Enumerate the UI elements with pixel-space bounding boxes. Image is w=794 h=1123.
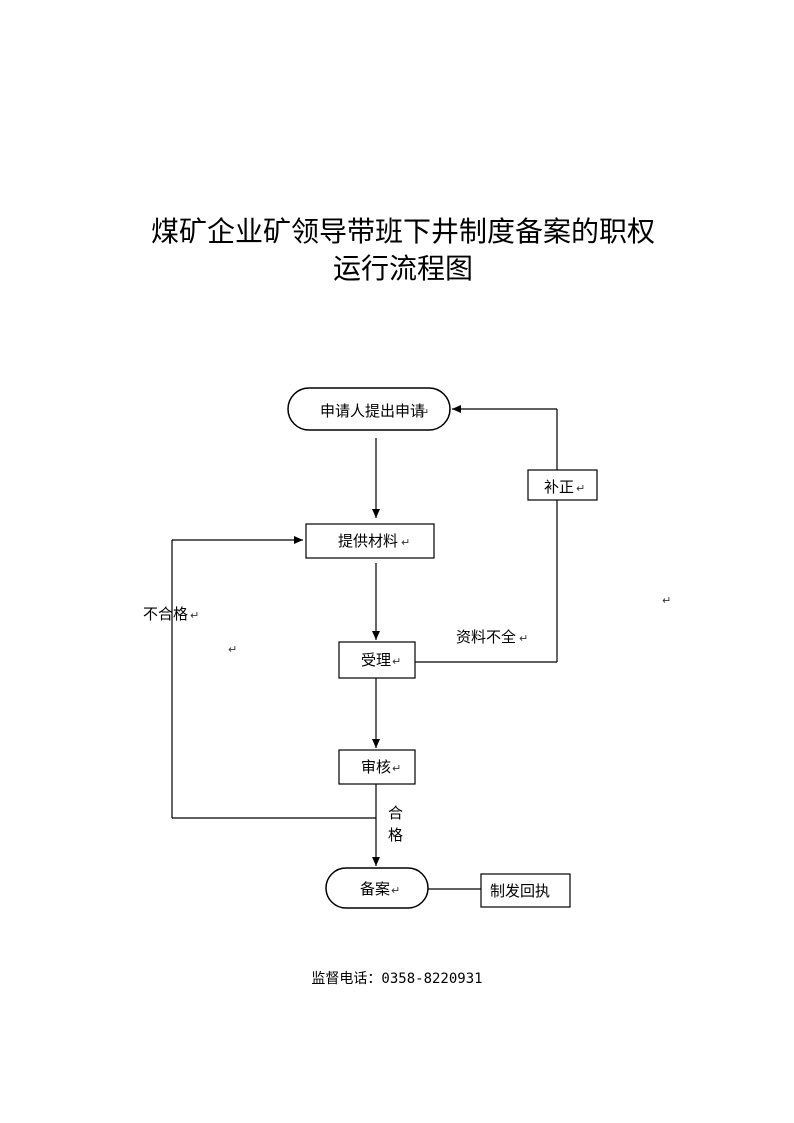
edge-label-incomplete: 资料不全 (456, 628, 516, 646)
node-receipt-label: 制发回执 (490, 882, 550, 900)
node-correct-label: 补正 (544, 478, 574, 496)
supervision-phone: 监督电话：0358-8220931 (311, 971, 483, 987)
node-materials-label: 提供材料 (338, 532, 398, 550)
paragraph-mark: ↵ (519, 632, 528, 645)
paragraph-mark: ↵ (190, 609, 199, 622)
node-accept-label: 受理 (361, 651, 391, 669)
node-materials: 提供材料 ↵ (305, 523, 435, 559)
node-apply-label: 申请人提出申请 (320, 402, 425, 420)
edge-label-qualified-1: 合 (388, 804, 403, 822)
page-title-line-1: 煤矿企业矿领导带班下井制度备案的职权 (150, 215, 655, 248)
paragraph-mark: ↵ (228, 643, 237, 656)
edge-label-qualified-2: 格 (388, 826, 403, 844)
paragraph-mark: ↵ (662, 594, 671, 607)
node-receipt: 制发回执 (480, 873, 571, 908)
page-title-line-2: 运行流程图 (332, 252, 473, 285)
node-correct: 补正 ↵ (527, 469, 598, 501)
paragraph-mark: ↵ (392, 655, 401, 668)
paragraph-mark: ↵ (391, 884, 400, 897)
paragraph-mark: ↵ (576, 482, 585, 495)
node-review: 审核 ↵ (338, 749, 416, 785)
paragraph-mark: ↵ (401, 536, 410, 549)
node-filing: 备案 ↵ (325, 867, 429, 909)
node-review-label: 审核 (361, 758, 391, 776)
node-apply: 申请人提出申请 ↵ (287, 387, 451, 431)
edge-label-unqualified: 不合格 (143, 605, 188, 623)
paragraph-mark: ↵ (420, 406, 429, 419)
node-accept: 受理 ↵ (338, 641, 416, 679)
node-filing-label: 备案 (360, 880, 390, 898)
paragraph-mark: ↵ (392, 762, 401, 775)
